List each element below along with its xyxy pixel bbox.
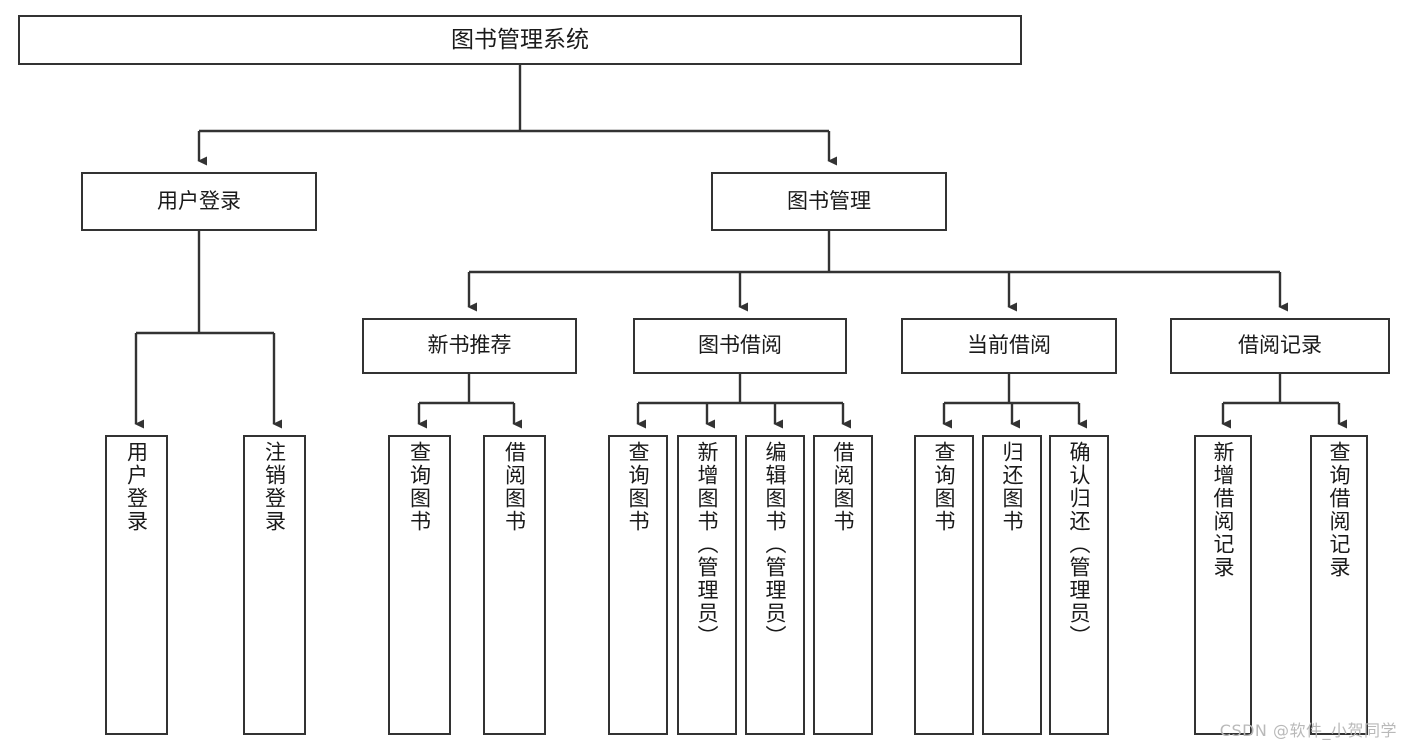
- node-label: 用户登录: [157, 188, 241, 213]
- leaf-node-leaf-user-login[interactable]: 用户登录: [105, 435, 168, 735]
- node-label: 图书借阅: [698, 333, 782, 358]
- node-label: 借阅记录: [1238, 333, 1322, 358]
- node-label: 查询图书: [407, 441, 432, 533]
- leaf-node-leaf-add-record[interactable]: 新增借阅记录: [1194, 435, 1252, 735]
- leaf-node-leaf-query-book-3[interactable]: 查询图书: [914, 435, 974, 735]
- leaf-node-leaf-logout[interactable]: 注销登录: [243, 435, 306, 735]
- node-label: 查询图书: [626, 441, 651, 533]
- node-label: 当前借阅: [967, 333, 1051, 358]
- level2-node-borrow-record[interactable]: 借阅记录: [1170, 318, 1390, 374]
- node-label: 用户登录: [124, 441, 149, 533]
- node-label: 借阅图书: [502, 441, 527, 533]
- node-label: 编辑图书（管理员）: [763, 441, 788, 648]
- node-label: 归还图书: [1000, 441, 1025, 533]
- level2-node-book-borrow[interactable]: 图书借阅: [633, 318, 847, 374]
- root-node-root[interactable]: 图书管理系统: [18, 15, 1022, 65]
- level2-node-new-book-recommend[interactable]: 新书推荐: [362, 318, 577, 374]
- leaf-node-leaf-confirm-return[interactable]: 确认归还（管理员）: [1049, 435, 1109, 735]
- leaf-node-leaf-add-book[interactable]: 新增图书（管理员）: [677, 435, 737, 735]
- leaf-node-leaf-edit-book[interactable]: 编辑图书（管理员）: [745, 435, 805, 735]
- leaf-node-leaf-query-book-1[interactable]: 查询图书: [388, 435, 451, 735]
- leaf-node-leaf-query-book-2[interactable]: 查询图书: [608, 435, 668, 735]
- level2-node-current-borrow[interactable]: 当前借阅: [901, 318, 1117, 374]
- node-label: 查询图书: [932, 441, 957, 533]
- node-label: 借阅图书: [831, 441, 856, 533]
- node-label: 查询借阅记录: [1327, 441, 1352, 579]
- node-label: 新增借阅记录: [1211, 441, 1236, 579]
- level1-node-book-management[interactable]: 图书管理: [711, 172, 947, 231]
- leaf-node-leaf-borrow-book-2[interactable]: 借阅图书: [813, 435, 873, 735]
- level1-node-user-login[interactable]: 用户登录: [81, 172, 317, 231]
- node-label: 新增图书（管理员）: [695, 441, 720, 648]
- leaf-node-leaf-query-record[interactable]: 查询借阅记录: [1310, 435, 1368, 735]
- node-label: 图书管理系统: [451, 26, 589, 53]
- leaf-node-leaf-return-book[interactable]: 归还图书: [982, 435, 1042, 735]
- csdn-watermark: CSDN @软件_小贺同学: [1219, 721, 1397, 740]
- node-label: 图书管理: [787, 188, 871, 213]
- node-label: 确认归还（管理员）: [1067, 441, 1092, 648]
- node-label: 注销登录: [262, 441, 287, 533]
- node-label: 新书推荐: [427, 333, 512, 358]
- leaf-node-leaf-borrow-book-1[interactable]: 借阅图书: [483, 435, 546, 735]
